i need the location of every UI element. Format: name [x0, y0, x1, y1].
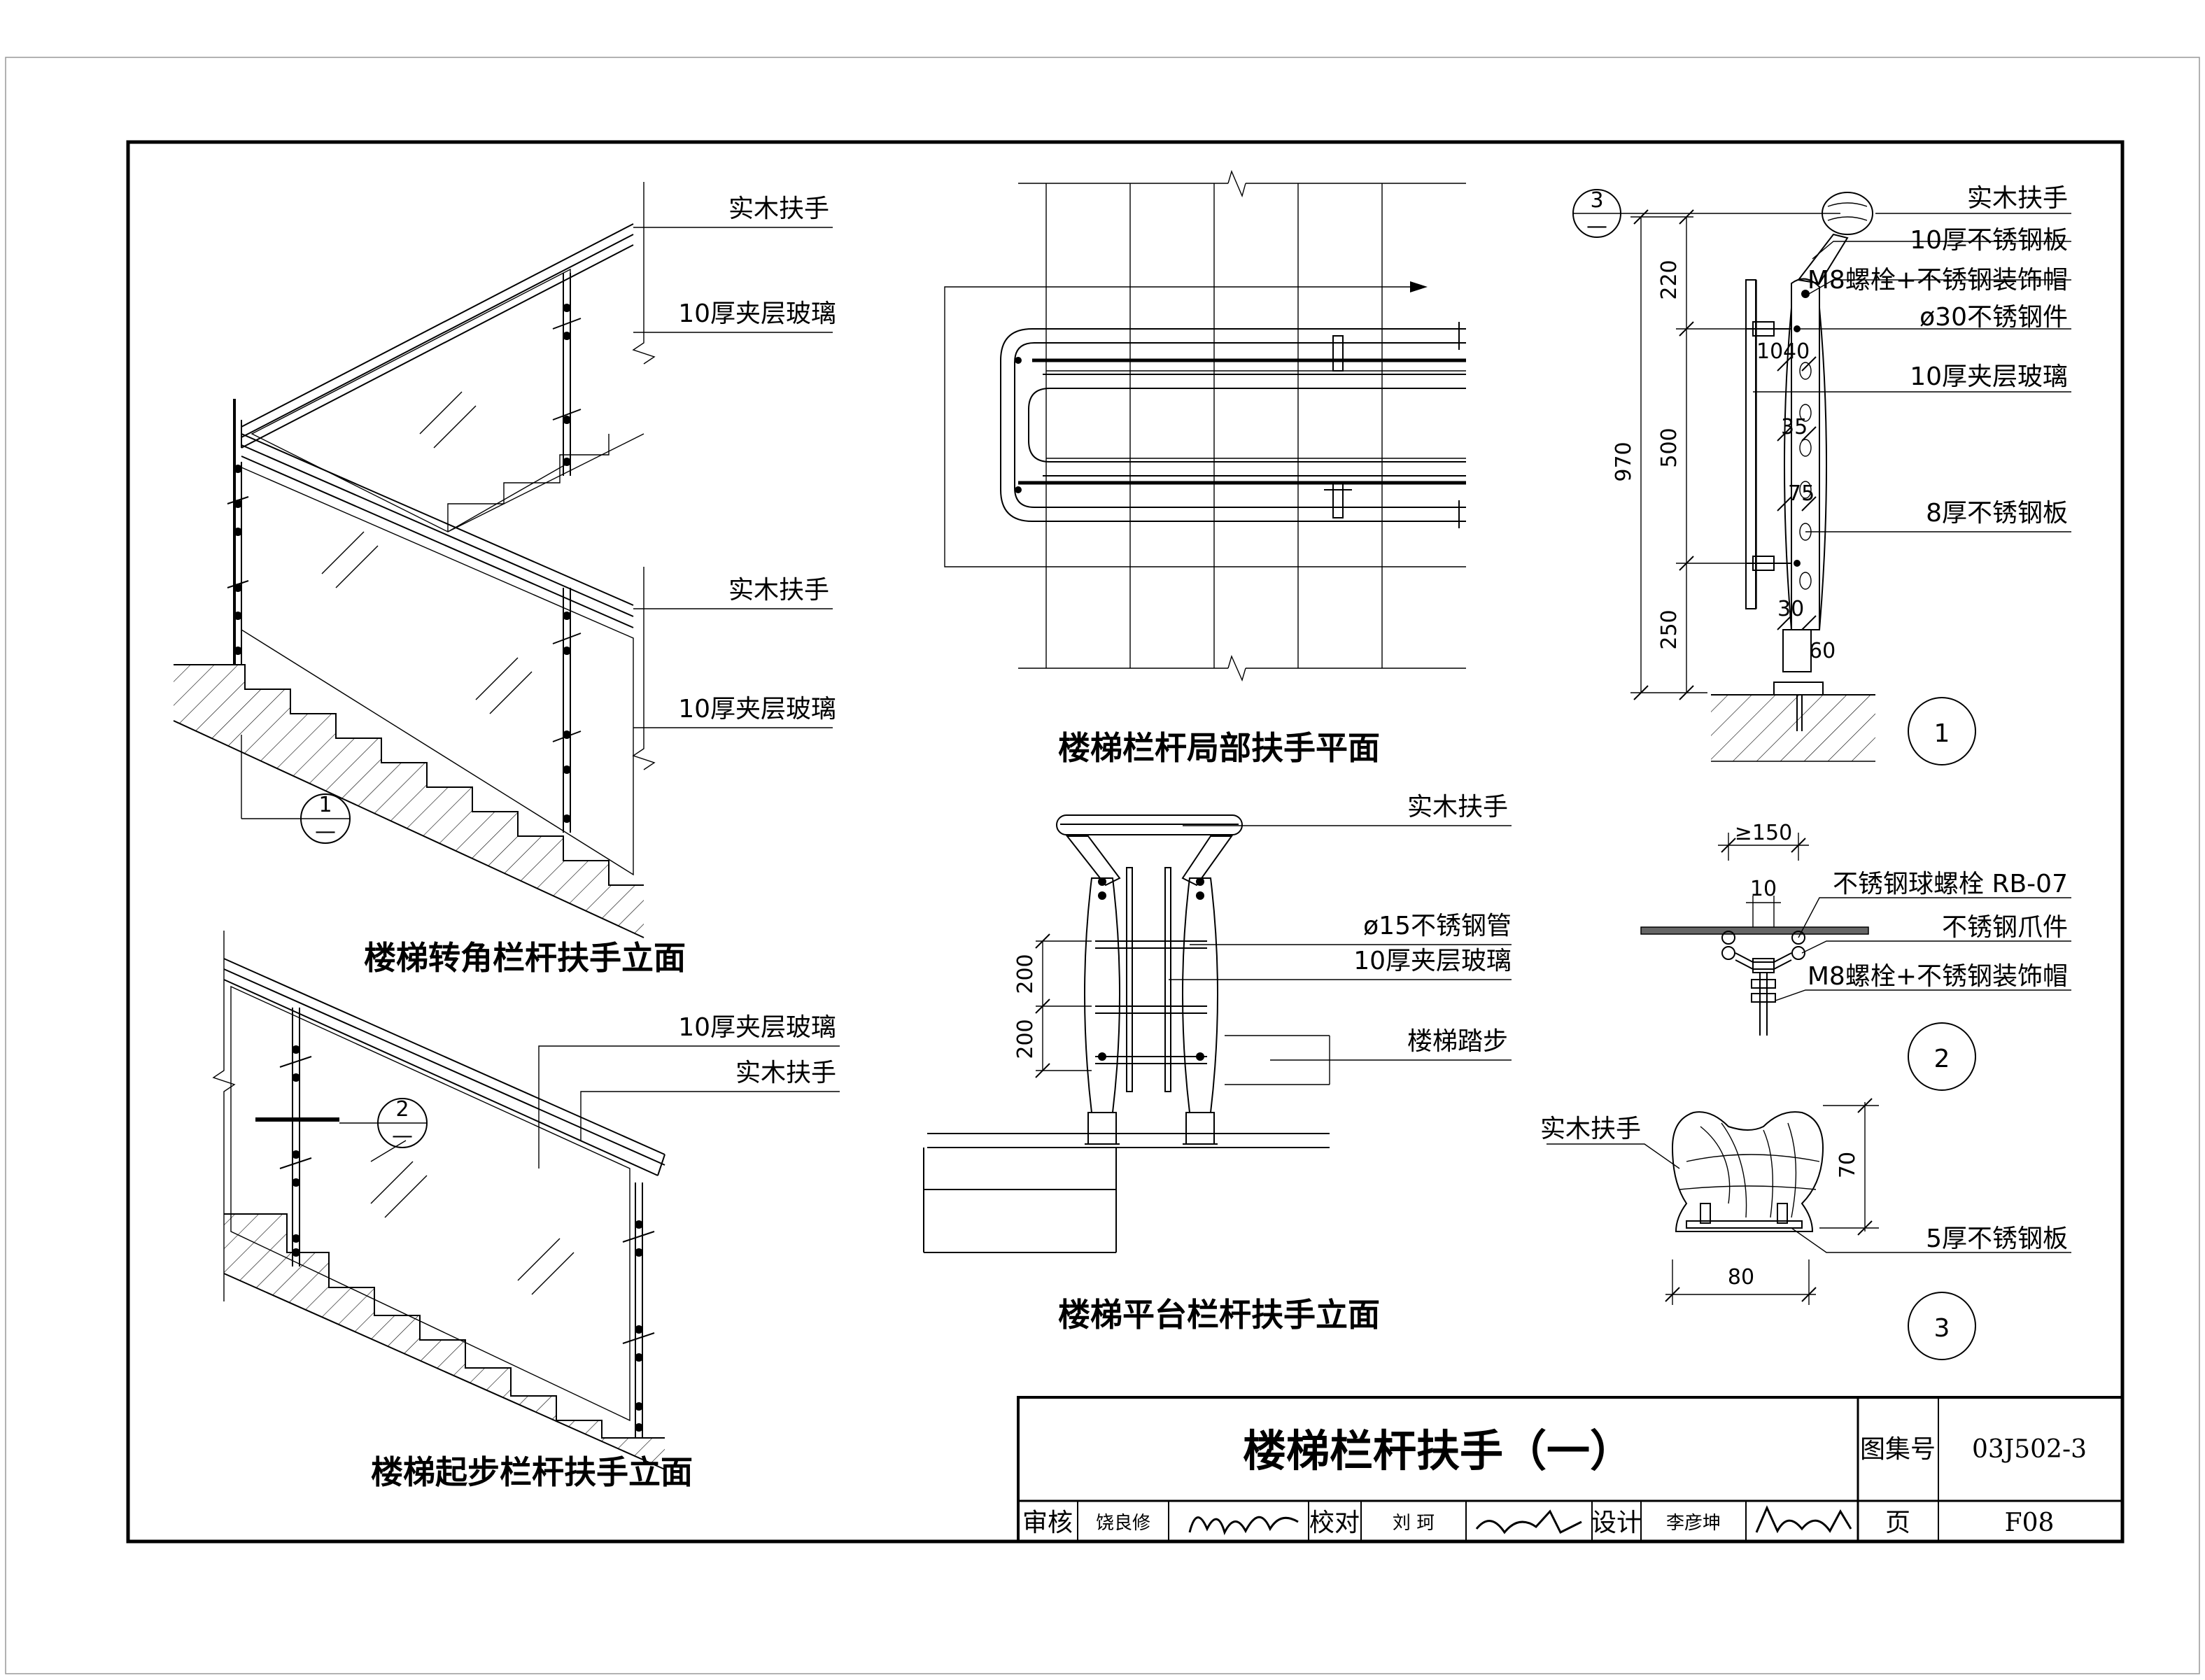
designer-signature	[1755, 1505, 1852, 1534]
landing-label-glass: 10厚夹层玻璃	[1353, 947, 1512, 975]
detail1-dim-220: 220	[1657, 260, 1682, 299]
detail-3-view: 70 80 实木扶手 5厚不锈钢板 3	[1540, 1098, 2071, 1360]
detail2-number: 2	[1934, 1045, 1950, 1073]
corner-label-handrail-upper: 实木扶手	[728, 195, 829, 223]
detail1-label-handrail: 实木扶手	[1967, 184, 2068, 213]
detail3-dim-70: 70	[1836, 1152, 1860, 1178]
detail1-dim-40: 40	[1783, 339, 1810, 364]
landing-label-step: 楼梯踏步	[1407, 1027, 1508, 1056]
corner-ref-sheet: —	[315, 819, 336, 844]
detail-2-view: ≥150 10 不锈钢球螺栓 RB-07 不锈钢爪件 M8螺栓+不锈钢装饰帽	[1640, 821, 2071, 1091]
detail1-dim-500: 500	[1657, 428, 1682, 467]
atlas-number: 03J502-3	[1972, 1435, 2087, 1464]
corner-ref-number: 1	[318, 793, 332, 817]
detail1-dim-970: 970	[1612, 442, 1636, 481]
detail1-dim-30: 30	[1777, 597, 1804, 621]
detail1-label-bolt: M8螺栓+不锈钢装饰帽	[1808, 266, 2068, 295]
checker-name: 刘 珂	[1393, 1513, 1435, 1534]
detail3-label-plate: 5厚不锈钢板	[1926, 1224, 2068, 1253]
detail2-dim-10: 10	[1750, 877, 1777, 901]
atlas-label: 图集号	[1860, 1435, 1936, 1464]
outer-trim-line	[5, 57, 2200, 1674]
landing-elevation-view: 200 200 实木扶手 ø15不锈钢管 10厚夹层玻璃 楼梯踏步 楼梯平台栏杆…	[923, 793, 1512, 1334]
corner-elevation-title: 楼梯转角栏杆扶手立面	[364, 939, 686, 977]
designer-name: 李彦坤	[1666, 1513, 1721, 1534]
design-label: 设计	[1591, 1509, 1642, 1537]
reviewer-name: 饶良修	[1096, 1513, 1150, 1534]
start-elevation-title: 楼梯起步栏杆扶手立面	[371, 1453, 693, 1491]
start-label-handrail: 实木扶手	[735, 1059, 836, 1087]
handrail-plan-view: 楼梯栏杆局部扶手平面	[944, 169, 1466, 767]
detail1-label-steel-plate-8: 8厚不锈钢板	[1926, 499, 2068, 528]
start-ref-number: 2	[395, 1097, 409, 1122]
review-label: 审核	[1022, 1509, 1073, 1537]
detail2-label-spider: 不锈钢爪件	[1942, 913, 2068, 942]
sheet-title: 楼梯栏杆扶手（一）	[1243, 1425, 1633, 1476]
detail2-label-ball-bolt: 不锈钢球螺栓 RB-07	[1833, 870, 2068, 898]
title-block: 楼梯栏杆扶手（一） 图集号 03J502-3 审核 饶良修 校对 刘 珂 设计 …	[1017, 1396, 2124, 1543]
page-number: F08	[2005, 1509, 2055, 1537]
detail1-dim-35: 35	[1781, 415, 1808, 439]
detail3-dim-80: 80	[1728, 1265, 1754, 1290]
corner-label-glass-lower: 10厚夹层玻璃	[678, 695, 836, 723]
landing-dim-1: 200	[1013, 954, 1038, 994]
detail1-ref-sheet: —	[1586, 214, 1607, 239]
check-label: 校对	[1309, 1509, 1360, 1537]
landing-elevation-title: 楼梯平台栏杆扶手立面	[1058, 1296, 1380, 1334]
detail1-label-fitting: ø30不锈钢件	[1919, 303, 2068, 332]
detail3-number: 3	[1934, 1314, 1950, 1343]
detail1-dim-250: 250	[1657, 609, 1682, 649]
checker-signature	[1475, 1509, 1582, 1534]
corner-elevation-view: 1 — 实木扶手 10厚夹层玻璃 实木扶手 10厚夹层玻璃 楼梯转角栏杆扶手立面	[173, 182, 836, 977]
detail-1-view: 3 —	[1572, 184, 2071, 765]
detail1-number: 1	[1934, 719, 1950, 748]
detail1-dim-10: 10	[1756, 339, 1783, 364]
start-ref-sheet: —	[392, 1124, 413, 1148]
detail1-ref-number: 3	[1590, 188, 1603, 213]
landing-dim-2: 200	[1013, 1019, 1038, 1059]
detail3-label-handrail: 实木扶手	[1540, 1115, 1641, 1143]
start-label-glass: 10厚夹层玻璃	[678, 1013, 836, 1042]
landing-label-handrail: 实木扶手	[1407, 793, 1508, 821]
detail2-label-bolt: M8螺栓+不锈钢装饰帽	[1808, 962, 2068, 991]
detail1-label-glass: 10厚夹层玻璃	[1910, 362, 2068, 391]
detail1-label-steel-plate-10: 10厚不锈钢板	[1910, 226, 2068, 255]
plan-title: 楼梯栏杆局部扶手平面	[1058, 729, 1380, 767]
page-label: 页	[1885, 1509, 1910, 1537]
start-elevation-view: 2 — 10厚夹层玻璃 实木扶手 楼梯起步栏杆扶手立面	[212, 931, 840, 1491]
landing-label-tube: ø15不锈钢管	[1363, 912, 1512, 940]
corner-label-handrail-lower: 实木扶手	[728, 576, 829, 605]
reviewer-signature	[1188, 1516, 1299, 1536]
detail1-dim-60: 60	[1809, 639, 1836, 663]
corner-label-glass-upper: 10厚夹层玻璃	[678, 299, 836, 328]
detail2-dim-150: ≥150	[1735, 821, 1792, 845]
